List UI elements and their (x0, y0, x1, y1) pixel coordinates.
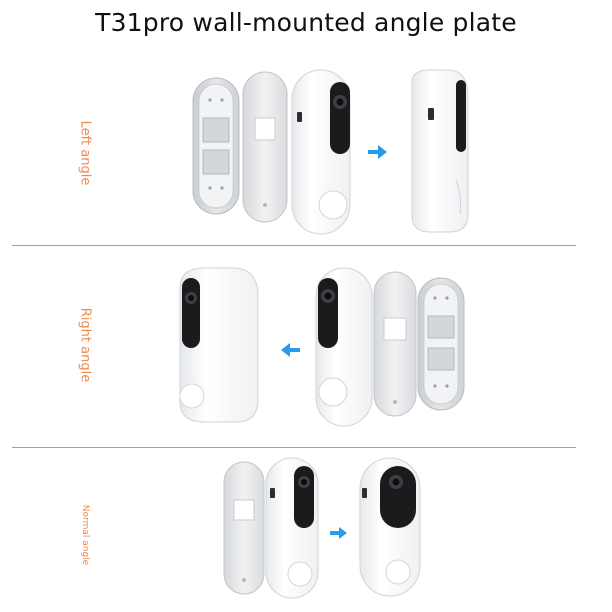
arrow-right (368, 145, 387, 159)
section-divider (12, 447, 576, 448)
assembled-doorbell-right-angle (179, 267, 259, 423)
doorbell-front (315, 267, 373, 427)
angle-backplate (417, 277, 465, 411)
doorbell-front (291, 69, 351, 235)
assembled-doorbell-normal-angle (359, 457, 421, 597)
flat-mount-plate (223, 461, 265, 595)
section-divider (12, 245, 576, 246)
page-title: T31pro wall-mounted angle plate (95, 8, 517, 37)
arrow-right (330, 527, 347, 539)
angle-mount-plate (242, 71, 288, 223)
doorbell-front (265, 457, 319, 599)
angle-backplate (192, 77, 240, 215)
angle-mount-plate (373, 271, 417, 417)
arrow-left (281, 343, 300, 357)
assembled-doorbell-left-angle (411, 69, 469, 233)
